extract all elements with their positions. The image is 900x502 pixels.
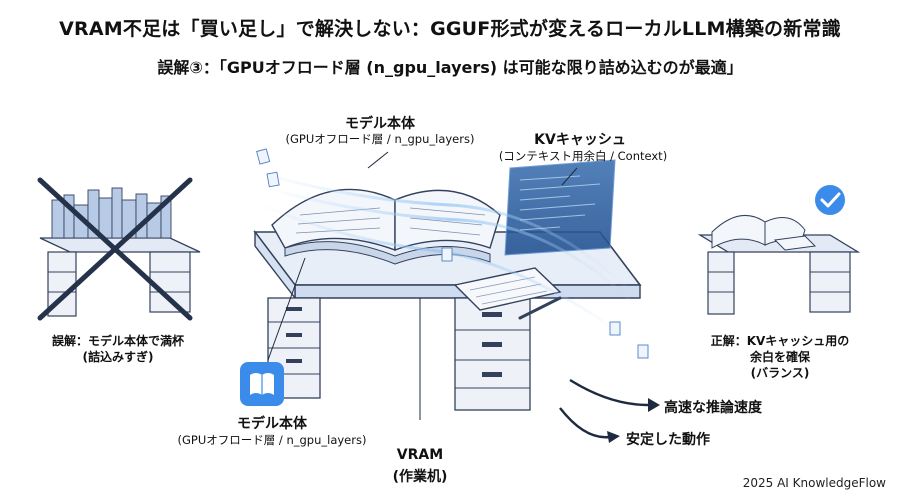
arrow-head-icon <box>607 431 620 443</box>
model-bottom-label: モデル本体 <box>237 416 307 432</box>
notepad-icon <box>453 267 562 320</box>
page-subtitle: 誤解③：「GPUオフロード層 (n_gpu_layers) は可能な限り詰め込む… <box>157 58 743 77</box>
document-icon <box>256 148 649 359</box>
wrong-caption-line2: (詰込みすぎ) <box>82 350 154 364</box>
right-caption-line2: 余白を確保 <box>749 350 810 364</box>
page-title: VRAM不足は「買い足し」で解決しない：GGUF形式が変えるローカルLLM構築の… <box>59 18 841 40</box>
arrow-head-icon <box>648 398 660 412</box>
model-bottom-sublabel: (GPUオフロード層 / n_gpu_layers) <box>177 433 367 447</box>
result-arrows <box>559 378 649 439</box>
wrong-caption-line1: 誤解：モデル本体で満杯 <box>51 334 184 348</box>
vram-label: VRAM <box>396 447 444 463</box>
balanced-desk <box>697 185 861 315</box>
wrong-caption: 誤解：モデル本体で満杯 (詰込みすぎ) <box>28 333 208 365</box>
right-caption-line3: (バランス) <box>750 366 810 380</box>
right-caption-line1: 正解：KVキャッシュ用の <box>710 334 850 348</box>
result-stable-label: 安定した動作 <box>626 432 710 448</box>
kv-cache-screen <box>504 159 616 256</box>
vram-desk <box>249 148 652 411</box>
vram-sublabel: (作業机) <box>392 469 448 485</box>
overloaded-desk <box>37 177 201 321</box>
book-app-icon <box>240 362 284 406</box>
kv-label: KVキャッシュ <box>534 132 626 148</box>
check-icon <box>815 185 845 215</box>
footer-credit: 2025 AI KnowledgeFlow <box>742 476 886 490</box>
model-top-label: モデル本体 <box>345 116 415 132</box>
leader-lines <box>267 151 578 420</box>
pen-icon <box>518 296 562 320</box>
data-stream <box>249 168 652 342</box>
kv-sublabel: (コンテキスト用余白 / Context) <box>498 149 668 163</box>
model-top-sublabel: (GPUオフロード層 / n_gpu_layers) <box>285 132 475 146</box>
right-caption: 正解：KVキャッシュ用の 余白を確保 (バランス) <box>690 333 870 381</box>
result-fast-label: 高速な推論速度 <box>664 400 762 416</box>
